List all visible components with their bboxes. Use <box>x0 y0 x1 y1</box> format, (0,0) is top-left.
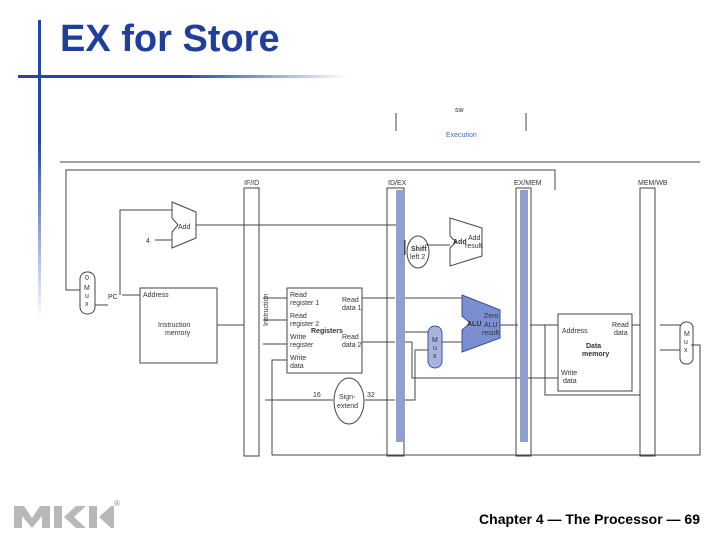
wire-writeback <box>272 344 701 456</box>
reg-rdata1-2: data 1 <box>342 305 362 312</box>
preg-memwb <box>639 187 656 457</box>
dm-read-1: Read <box>612 322 629 329</box>
im-address-label: Address <box>143 292 169 299</box>
instruction-name: sw <box>455 107 465 114</box>
sign-label-1: Sign- <box>339 394 356 401</box>
publisher-logo: ® <box>14 498 124 539</box>
alu-zero-label: Zero <box>484 313 499 320</box>
wire-writeback-reg <box>271 359 287 455</box>
mux-pc-0: 0 <box>85 275 89 282</box>
logo-k-diag <box>99 506 114 528</box>
alu-label: ALU <box>467 321 481 328</box>
preg-label-memwb: MEM/WB <box>638 180 668 187</box>
dm-address-label: Address <box>562 328 588 335</box>
adder-branch <box>449 217 483 267</box>
mux-alu-highlight <box>427 325 443 369</box>
register-file <box>286 287 363 374</box>
preg-label-ifid: IF/ID <box>244 180 259 187</box>
sign-label-2: extend <box>337 403 358 410</box>
mux-wb-m: M <box>684 331 690 338</box>
im-title-2: memory <box>165 330 191 337</box>
dm-wdata-1: Write <box>561 370 577 377</box>
mux-wb-u: u <box>684 339 688 346</box>
reg-rdata1-1: Read <box>342 297 359 304</box>
dm-read-2: data <box>614 330 628 337</box>
preg-ifid <box>243 187 260 457</box>
slide-title: EX for Store <box>60 18 280 60</box>
sign-extend-unit <box>333 377 365 425</box>
logo-registered: ® <box>114 499 120 508</box>
instruction-memory <box>139 287 218 364</box>
reg-read1-1: Read <box>290 292 307 299</box>
shift-label-1: Shift <box>411 246 427 253</box>
shift-left-unit <box>406 235 430 269</box>
mux-alu-x: x <box>433 353 437 360</box>
wire-data2-writedata <box>405 341 558 379</box>
reg-write-1: Write <box>290 334 306 341</box>
alu-highlight <box>461 294 501 353</box>
mux-alu-m: M <box>432 337 438 344</box>
reg-read1-2: register 1 <box>290 300 319 307</box>
preg-label-idex: ID/EX <box>388 180 407 187</box>
preg-exmem-highlight <box>520 190 528 442</box>
reg-rdata2-1: Read <box>342 334 359 341</box>
sign-in-label: 16 <box>313 392 321 399</box>
adder-branch-label: Add <box>453 239 467 246</box>
wire-pc-add <box>119 209 172 295</box>
logo-k-arm <box>64 506 86 528</box>
mux-pc-x: x <box>85 301 89 308</box>
reg-title: Registers <box>311 328 343 335</box>
logo-k-left <box>54 506 62 528</box>
sign-out-label: 32 <box>367 392 375 399</box>
data-memory <box>557 313 633 392</box>
adder-pc-label: Add <box>178 224 191 231</box>
shift-label-2: left 2 <box>410 254 425 261</box>
wire-exmem-memwb <box>544 325 640 396</box>
logo-m-shape <box>14 506 50 528</box>
reg-write-2: register <box>290 342 314 349</box>
logo-k-bar <box>89 506 97 528</box>
dm-wdata-2: data <box>563 378 577 385</box>
mux-wb-x: x <box>684 347 688 354</box>
reg-read2-2: register 2 <box>290 321 319 328</box>
accent-bar-horizontal <box>18 75 348 78</box>
mux-pc <box>79 271 96 315</box>
dm-title-2: memory <box>582 351 609 358</box>
mux-pc-u: u <box>85 293 89 300</box>
alu-result-1: ALU <box>484 322 498 329</box>
dm-title-1: Data <box>586 343 601 350</box>
slide-footer: Chapter 4 — The Processor — 69 <box>479 511 700 527</box>
stage-name: Execution <box>446 132 477 139</box>
pc-label: PC <box>108 294 118 301</box>
adder-pc <box>171 201 197 249</box>
wire-sign-mux <box>405 349 428 401</box>
im-title-1: Instruction <box>158 322 190 329</box>
mux-pc-m: M <box>84 285 90 292</box>
mux-writeback <box>679 321 694 365</box>
preg-label-exmem: EX/MEM <box>514 180 542 187</box>
four-label: 4 <box>146 238 150 245</box>
mux-alu-u: u <box>433 345 437 352</box>
reg-rdata2-2: data 2 <box>342 342 362 349</box>
reg-wdata-1: Write <box>290 355 306 362</box>
wire-branch-feedback <box>65 169 556 291</box>
adder-branch-sub-1: Add <box>468 235 481 242</box>
accent-bar-vertical <box>38 20 41 320</box>
preg-exmem <box>515 187 532 457</box>
instruction-vertical-label: Instruction <box>263 294 270 326</box>
preg-idex-highlight <box>396 190 404 442</box>
reg-read2-1: Read <box>290 313 307 320</box>
adder-branch-sub-2: result <box>465 243 482 250</box>
wire-add-out <box>196 224 401 248</box>
reg-wdata-2: data <box>290 363 304 370</box>
alu-result-2: result <box>482 330 499 337</box>
